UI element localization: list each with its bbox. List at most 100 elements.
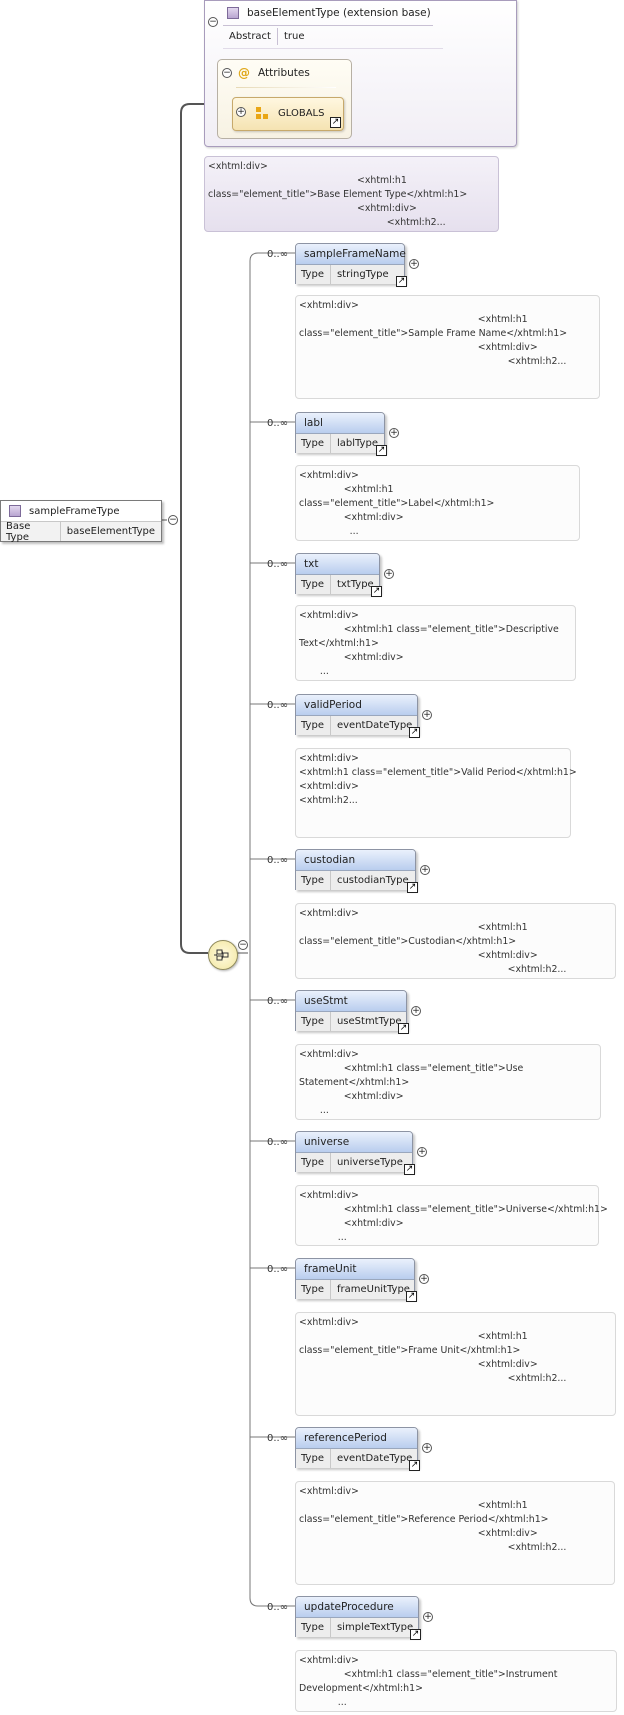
cardinality-label: 0..∞ (267, 249, 289, 260)
expand-element-icon[interactable]: + (423, 1612, 433, 1622)
element-name: validPeriod (296, 695, 417, 716)
doc-line: <xhtml:div> (208, 203, 417, 214)
doc-line: <xhtml:div> (299, 908, 359, 919)
globals-group-box[interactable]: GLOBALS (232, 97, 344, 131)
cardinality-label: 0..∞ (267, 1602, 289, 1613)
goto-type-icon[interactable]: ↗ (376, 445, 387, 456)
expand-element-icon[interactable]: + (411, 1006, 421, 1016)
abstract-label: Abstract (223, 28, 278, 45)
abstract-value: true (283, 31, 305, 42)
expand-element-icon[interactable]: + (420, 865, 430, 875)
goto-type-icon[interactable]: ↗ (407, 882, 418, 893)
base-type-label: Base Type (1, 521, 61, 543)
expand-globals-icon[interactable]: + (236, 107, 246, 117)
element-documentation: <xhtml:div> <xhtml:h1 class="element_tit… (295, 1185, 608, 1246)
goto-definition-icon[interactable]: ↗ (330, 117, 341, 128)
doc-line: ... (299, 1697, 347, 1708)
doc-line: <xhtml:h1 (299, 1500, 528, 1511)
element-documentation: <xhtml:div> <xhtml:h1 class="element_tit… (295, 1650, 617, 1712)
doc-line: <xhtml:div> (299, 610, 359, 621)
element-name: frameUnit (296, 1259, 414, 1280)
doc-line: <xhtml:h1 (208, 175, 407, 186)
goto-type-icon[interactable]: ↗ (404, 1164, 415, 1175)
doc-line: <xhtml:div> (299, 1091, 404, 1102)
expand-element-icon[interactable]: + (389, 428, 399, 438)
element-name: labl (296, 413, 384, 434)
type-value: eventDateType (336, 720, 413, 731)
type-label: Type (296, 1618, 331, 1637)
doc-line: class="element_title">Label</xhtml:h1> (299, 498, 495, 509)
goto-type-icon[interactable]: ↗ (410, 1629, 421, 1640)
expand-element-icon[interactable]: + (417, 1147, 427, 1157)
element-name: useStmt (296, 991, 406, 1012)
collapse-root-icon[interactable]: − (168, 515, 178, 525)
doc-line: class="element_title">Frame Unit</xhtml:… (299, 1345, 521, 1356)
doc-line: <xhtml:div> (299, 470, 359, 481)
doc-line: <xhtml:h2... (299, 1373, 567, 1384)
doc-line: <xhtml:h1 class="element_title">Valid Pe… (299, 767, 577, 778)
doc-line: class="element_title">Base Element Type<… (208, 189, 468, 200)
goto-type-icon[interactable]: ↗ (396, 276, 407, 287)
expand-element-icon[interactable]: + (422, 1443, 432, 1453)
type-label: Type (296, 1153, 331, 1172)
doc-line: <xhtml:div> (299, 1359, 538, 1370)
doc-line: <xhtml:h2... (299, 964, 567, 975)
type-value: lablType (336, 438, 378, 449)
doc-line: <xhtml:h1 (299, 314, 528, 325)
base-type-value: baseElementType (66, 526, 155, 537)
root-element-box[interactable]: sampleFrameType Base Type baseElementTyp… (0, 500, 162, 543)
doc-line: <xhtml:h1 (299, 1331, 528, 1342)
goto-type-icon[interactable]: ↗ (371, 586, 382, 597)
goto-type-icon[interactable]: ↗ (409, 1460, 420, 1471)
doc-line: <xhtml:div> (299, 1486, 359, 1497)
sequence-compositor[interactable] (208, 940, 238, 970)
goto-type-icon[interactable]: ↗ (406, 1291, 417, 1302)
doc-line: <xhtml:div> (299, 950, 538, 961)
attribute-icon: @ (238, 66, 250, 80)
cardinality-label: 0..∞ (267, 1433, 289, 1444)
expand-element-icon[interactable]: + (422, 710, 432, 720)
doc-line: ... (299, 666, 329, 677)
expand-element-icon[interactable]: + (384, 569, 394, 579)
type-label: Type (296, 716, 331, 735)
sequence-icon (214, 949, 229, 961)
element-documentation: <xhtml:div> <xhtml:h1 class="element_titl… (295, 748, 577, 838)
type-value: frameUnitType (336, 1284, 410, 1295)
type-value: universeType (336, 1157, 403, 1168)
base-type-title: baseElementType (extension base) (247, 7, 431, 19)
expand-element-icon[interactable]: + (409, 259, 419, 269)
type-value: useStmtType (336, 1016, 402, 1027)
cardinality-label: 0..∞ (267, 996, 289, 1007)
attribute-group-icon (256, 106, 269, 120)
element-documentation: <xhtml:div> <xhtml:h1 class="element_tit… (295, 1044, 601, 1120)
element-name: txt (296, 554, 379, 575)
collapse-sequence-icon[interactable]: − (238, 940, 248, 950)
goto-type-icon[interactable]: ↗ (409, 727, 420, 738)
cardinality-label: 0..∞ (267, 700, 289, 711)
collapse-attributes-icon[interactable]: − (222, 68, 232, 78)
element-name: universe (296, 1132, 412, 1153)
element-documentation: <xhtml:div> <xhtml:h1 class="element_titl… (295, 1312, 616, 1416)
goto-type-icon[interactable]: ↗ (398, 1023, 409, 1034)
doc-line: ... (299, 1105, 329, 1116)
cardinality-label: 0..∞ (267, 1137, 289, 1148)
doc-line: <xhtml:div> (299, 781, 359, 792)
collapse-base-icon[interactable]: − (208, 17, 218, 27)
doc-line: <xhtml:div> (208, 161, 268, 172)
cardinality-label: 0..∞ (267, 1264, 289, 1275)
doc-line: <xhtml:div> (299, 1317, 359, 1328)
expand-element-icon[interactable]: + (419, 1274, 429, 1284)
element-name: sampleFrameName (296, 244, 406, 265)
cardinality-label: 0..∞ (267, 559, 289, 570)
